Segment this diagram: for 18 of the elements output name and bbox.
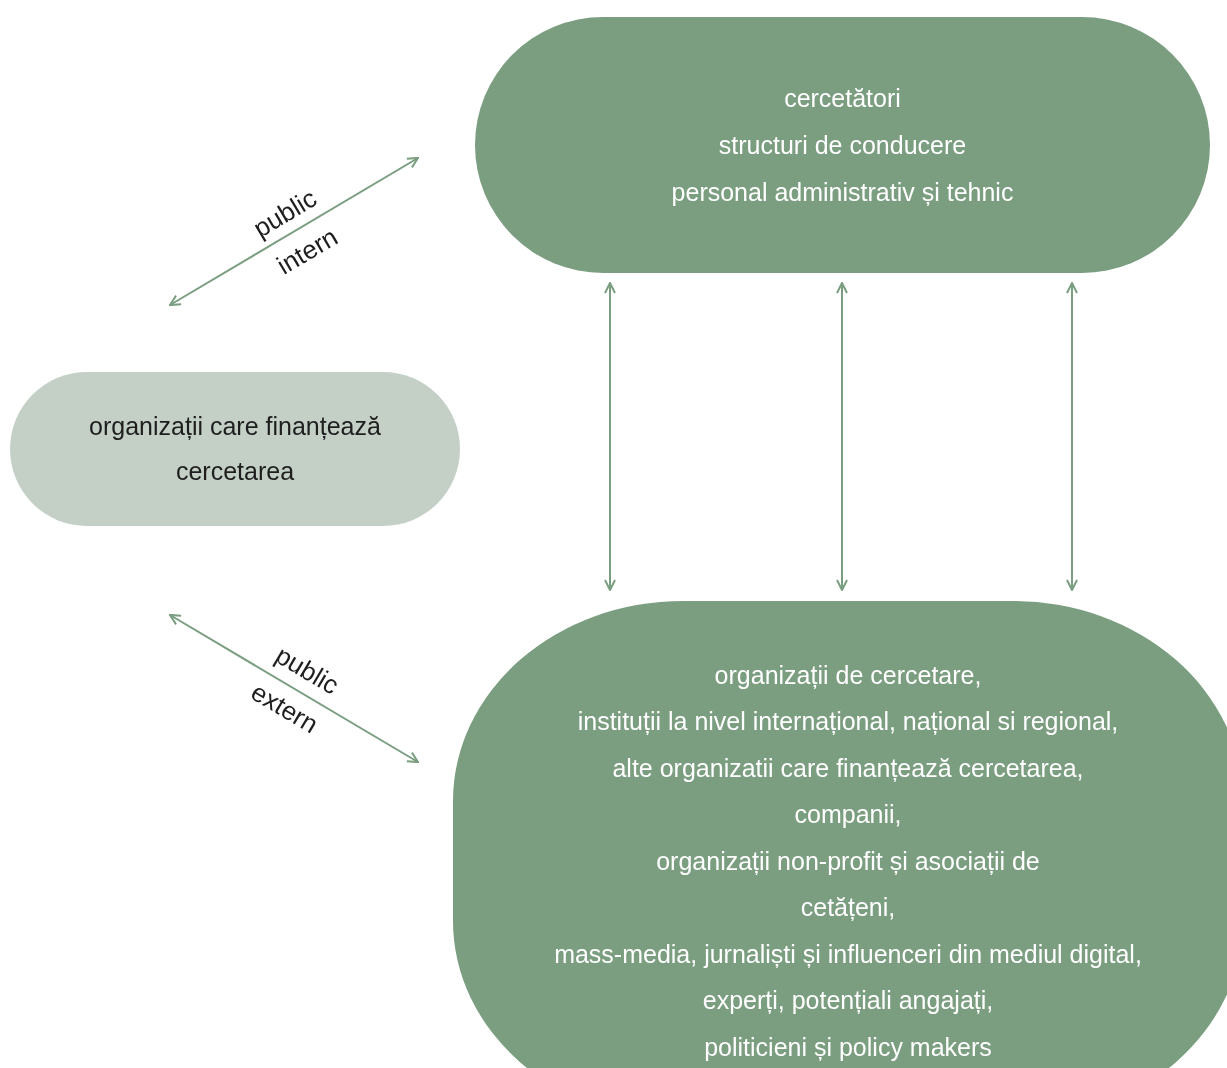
node-text: organizații non-profit și asociații de cetățeni, [655,845,1041,924]
node-text: alte organizatii care finanțează cercetarea, [612,752,1084,784]
double-arrow [169,614,419,763]
rounded-box [453,601,1227,1068]
node-text: instituții la nivel internațional, național si regional, [577,706,1119,738]
double-arrow [604,282,616,591]
node-text: personal administrativ și tehnic [671,176,1014,208]
node-text: organizații care finanțează cercetarea [88,411,382,487]
node-text: companii, [794,799,902,831]
node-text: structuri de conducere [718,129,967,161]
node-text: organizații de cercetare, [714,659,982,691]
double-arrow [1066,282,1078,591]
node-text: mass-media, jurnaliști și influenceri din mediul digital, [554,938,1142,970]
node-text: experți, potențiali angajați, [702,985,994,1017]
double-arrow [836,282,848,591]
double-arrow [169,157,419,306]
node-text: politicieni și policy makers [704,1031,992,1063]
node-text: cercetători [784,82,901,114]
